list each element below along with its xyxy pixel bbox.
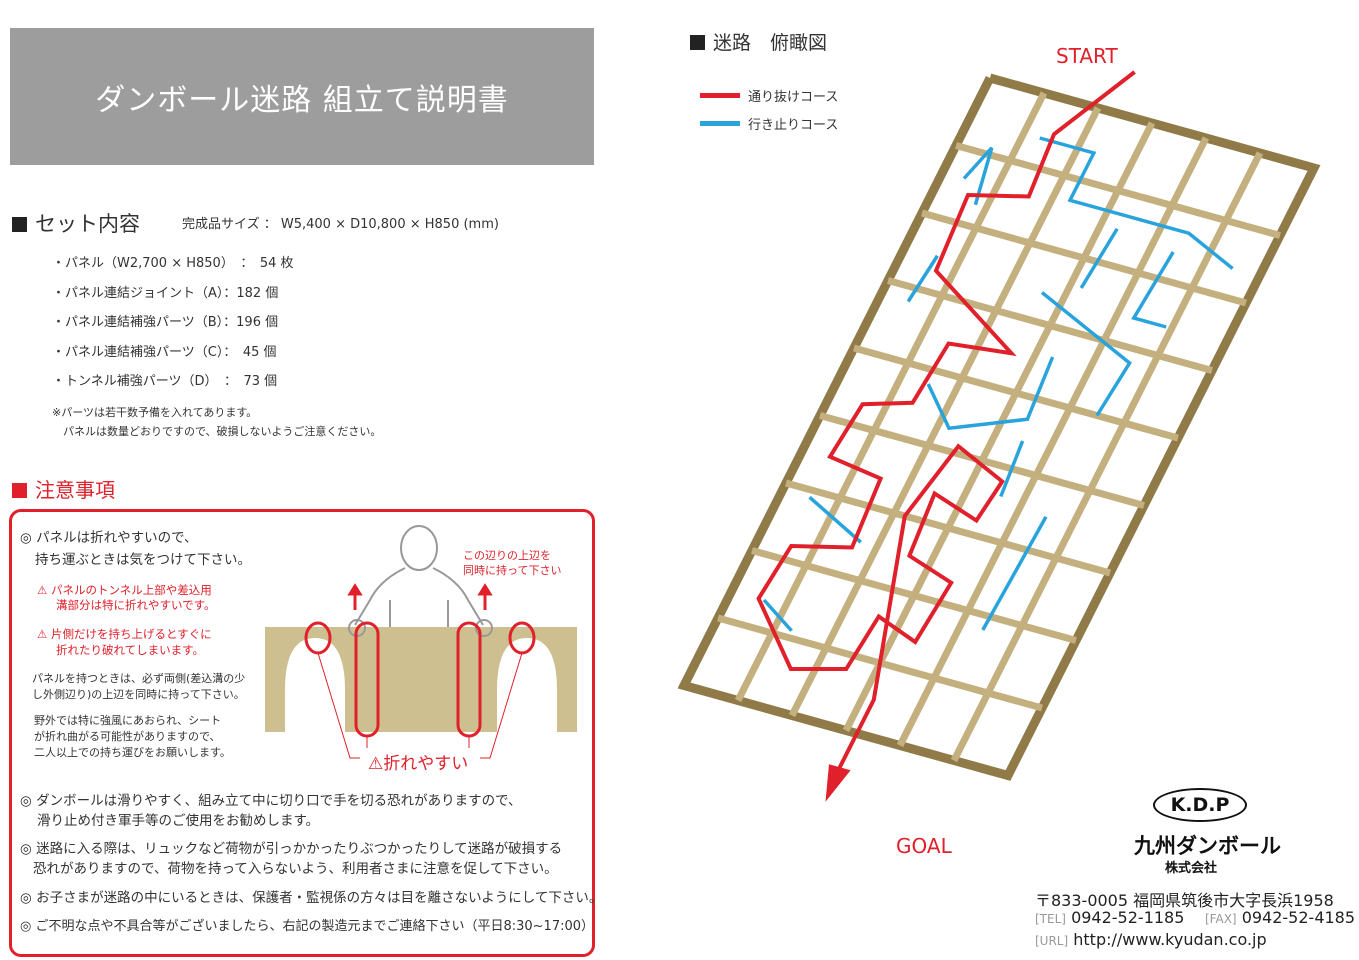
- url-link[interactable]: http://www.kyudan.co.jp: [1073, 930, 1267, 949]
- maze-wall: [786, 483, 1110, 573]
- map-heading: 迷路 俯瞰図: [690, 28, 827, 55]
- maze-wall: [846, 123, 1152, 731]
- caution-heading: 注意事項: [12, 474, 115, 503]
- company-type: 株式会社: [1165, 861, 1218, 876]
- legend-dead-label: 行き止りコース: [748, 118, 839, 133]
- legend-dead-end: 行き止りコース: [700, 114, 838, 133]
- url-label: [URL]: [1035, 934, 1069, 948]
- hold-note: 同時に持って下さい: [463, 564, 562, 577]
- company-url[interactable]: [URL] http://www.kyudan.co.jp: [1035, 930, 1267, 949]
- caution-text: ◎ ダンボールは滑りやすく、組み立て中に切り口で手を切る恐れがありますので、: [20, 793, 522, 809]
- up-arrow-icon: [347, 583, 493, 610]
- maze-wall: [900, 138, 1206, 746]
- dead-end-route: [754, 600, 802, 631]
- fax-label: [FAX]: [1205, 912, 1237, 926]
- through-route: [691, 45, 1200, 779]
- set-note: パネルは数量どおりですので、破損しないようご注意ください。: [52, 425, 382, 438]
- maze-wall: [792, 108, 1098, 716]
- maze-wall: [888, 281, 1212, 371]
- dead-end-route: [1006, 138, 1267, 269]
- legend-through-label: 通り抜けコース: [748, 90, 839, 105]
- warning-text: ⚠ パネルのトンネル上部や差込用: [37, 583, 212, 597]
- map-legend: 通り抜けコース 行き止りコース: [700, 86, 838, 142]
- maze-wall: [752, 551, 1076, 641]
- dead-end-route: [1081, 227, 1117, 289]
- caution-small: 二人以上での持ち運びをお願いします。: [34, 746, 231, 759]
- caution-text: 滑り止め付き軍手等のご使用をお勧めします。: [37, 813, 320, 829]
- company-logo: K.D.P: [1153, 788, 1247, 822]
- caution-small: 野外では特に強風にあおられ、シート: [34, 714, 222, 727]
- panel-image: [265, 627, 577, 732]
- set-item: ・トンネル補強パーツ（D） ： 73 個: [52, 374, 278, 389]
- start-label: START: [1056, 44, 1118, 68]
- goal-arrow-icon: [825, 764, 851, 802]
- caution-text: 持ち運ぶときは気をつけて下さい。: [35, 552, 251, 568]
- set-item: ・パネル連結補強パーツ（C）： 45 個: [52, 345, 277, 360]
- dead-end-route: [908, 254, 937, 303]
- company-address: 〒833-0005 福岡県筑後市大字長浜1958: [1035, 891, 1334, 910]
- tel-label: [TEL]: [1035, 912, 1066, 926]
- fragile-label: ⚠折れやすい: [368, 754, 469, 774]
- caution-text: 恐れがありますので、荷物を持って入らないよう、利用者さまに注意を促して下さい。: [33, 861, 558, 877]
- caution-box: [9, 509, 595, 957]
- set-heading: セット内容: [12, 208, 140, 238]
- caution-small: し外側辺り)の上辺を同時に持って下さい。: [32, 688, 245, 701]
- dead-end-route: [994, 293, 1150, 418]
- caution-text: ◎ 迷路に入る際は、リュックなど荷物が引っかかったりぶつかったりして迷路が破損す…: [20, 841, 563, 857]
- set-note: ※パーツは若干数予備を入れてあります。: [52, 406, 258, 419]
- dead-end-route: [995, 441, 1028, 497]
- maze-wall: [954, 153, 1260, 761]
- maze-wall: [854, 348, 1178, 438]
- map-heading-text: 迷路 俯瞰図: [713, 32, 828, 54]
- title-banner: ダンボール迷路 組立て説明書: [10, 28, 594, 165]
- finished-size: 完成品サイズ ： W5,400 × D10,800 × H850 (mm): [182, 217, 499, 232]
- warning-text: 溝部分は特に折れやすいです。: [56, 598, 216, 612]
- goal-label: GOAL: [896, 834, 952, 858]
- maze-wall: [922, 213, 1246, 303]
- warning-text: 折れたり破れてしまいます。: [56, 643, 205, 657]
- caution-heading-text: 注意事項: [35, 478, 115, 502]
- panel-carry-illustration: [265, 525, 577, 759]
- dead-end-route: [796, 497, 874, 542]
- legend-through: 通り抜けコース: [700, 86, 838, 105]
- set-heading-text: セット内容: [35, 212, 140, 236]
- caution-text: ◎ お子さまが迷路の中にいるときは、保護者・監視係の方々は目を離さないようにして…: [20, 890, 603, 906]
- tel-number: 0942-52-1185: [1071, 908, 1185, 927]
- hold-note: この辺りの上辺を: [463, 549, 551, 562]
- dead-end-route: [1134, 251, 1200, 328]
- warning-text: ⚠ 片側だけを持ち上げるとすぐに: [37, 627, 212, 641]
- set-item: ・パネル連結ジョイント（A）：182 個: [52, 286, 279, 301]
- set-item: ・パネル（W2,700 × H850） ： 54 枚: [52, 256, 294, 271]
- set-item: ・パネル連結補強パーツ（B）：196 個: [52, 315, 279, 330]
- dead-end-route: [954, 145, 1003, 205]
- fax-number: 0942-52-4185: [1241, 908, 1356, 927]
- page-title: ダンボール迷路 組立て説明書: [95, 82, 509, 118]
- maze-wall: [956, 146, 1280, 236]
- dead-end-route: [983, 515, 1046, 631]
- company-tel: [TEL] 0942-52-1185: [1035, 908, 1184, 927]
- caution-small: パネルを持つときは、必ず両側(差込溝の少: [32, 672, 246, 685]
- caution-small: が折れ曲がる可能性がありますので、: [34, 730, 221, 743]
- company-name: 九州ダンボール: [1134, 834, 1281, 858]
- caution-text: ◎ パネルは折れやすいので、: [20, 530, 198, 546]
- maze-wall: [820, 416, 1144, 506]
- caution-text: ◎ ご不明な点や不具合等がございましたら、右記の製造元までご連絡下さい（平日8:…: [20, 919, 595, 934]
- company-fax: [FAX] 0942-52-4185: [1205, 908, 1355, 927]
- dead-end-route: [911, 330, 1058, 446]
